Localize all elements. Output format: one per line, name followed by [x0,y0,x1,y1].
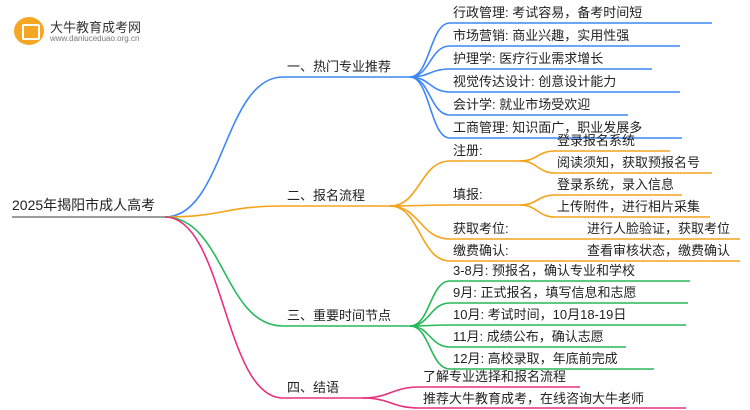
root-node: 2025年揭阳市成人高考 [12,197,156,213]
step-node: 缴费确认: [453,243,509,258]
leaf-connector [409,76,451,139]
leaf-node: 市场营销: 商业兴趣，实用性强 [453,28,630,43]
leaf-connector [519,194,556,206]
leaf-connector [361,386,421,399]
leaf-node: 12月: 高校录取，年底前完成 [453,351,618,366]
leaf-node: 视觉传达设计: 创意设计能力 [453,74,617,89]
leaf-connector [519,160,556,174]
step-node: 注册: [453,143,483,158]
leaf-node: 上传附件，进行相片采集 [557,199,701,214]
leaf-node: 3-8月: 预报名，确认专业和学校 [453,263,636,278]
branch-node: 四、结语 [287,380,340,395]
logo-book-icon [14,17,44,45]
leaf-connector [409,325,451,370]
leaf-connector [519,204,556,218]
leaf-node: 行政管理: 考试容易，备考时间短 [453,5,643,20]
leaf-node: 登录报名系统 [557,133,636,148]
step-node: 填报: [453,187,483,202]
leaf-node: 阅读须知，获取预报名号 [557,155,701,170]
leaf-node: 会计学: 就业市场受欢迎 [453,97,591,112]
branch-node: 三、重要时间节点 [287,308,392,323]
leaf-node: 护理学: 医疗行业需求增长 [453,51,604,66]
leaf-node: 登录系统，录入信息 [557,177,675,192]
step-connector [389,205,451,262]
leaf-connector [409,302,451,327]
branch-connector [164,216,284,399]
leaf-node: 了解专业选择和报名流程 [423,369,567,384]
leaf-node: 9月: 正式报名，填写信息和志愿 [453,285,637,300]
leaf-node: 10月: 考试时间，10月18-19日 [453,307,627,322]
logo-title: 大牛教育成考网 [50,20,142,35]
branch-node: 一、热门专业推荐 [287,59,392,74]
logo: 大牛教育成考网 www.daniuceduao.org.cn [14,14,174,48]
step-node: 获取考位: [453,221,509,236]
logo-url: www.daniuceduao.org.cn [50,34,140,43]
leaf-node: 11月: 成绩公布，确认志愿 [453,329,604,344]
leaf-connector [361,397,421,409]
leaf-node: 工商管理: 知识面广，职业发展多 [453,120,643,135]
leaf-node: 推荐大牛教育成考，在线咨询大牛老师 [423,391,645,406]
leaf-node: 进行人脸验证，获取考位 [587,221,731,236]
branch-node: 二、报名流程 [287,188,366,203]
branch-connector [164,216,284,327]
leaf-connector [409,325,451,348]
leaf-node: 查看审核状态，缴费确认 [587,243,731,258]
step-connector [389,160,451,207]
branch-connector [164,205,284,218]
leaf-connector [519,150,556,162]
branch-connector [164,76,284,218]
